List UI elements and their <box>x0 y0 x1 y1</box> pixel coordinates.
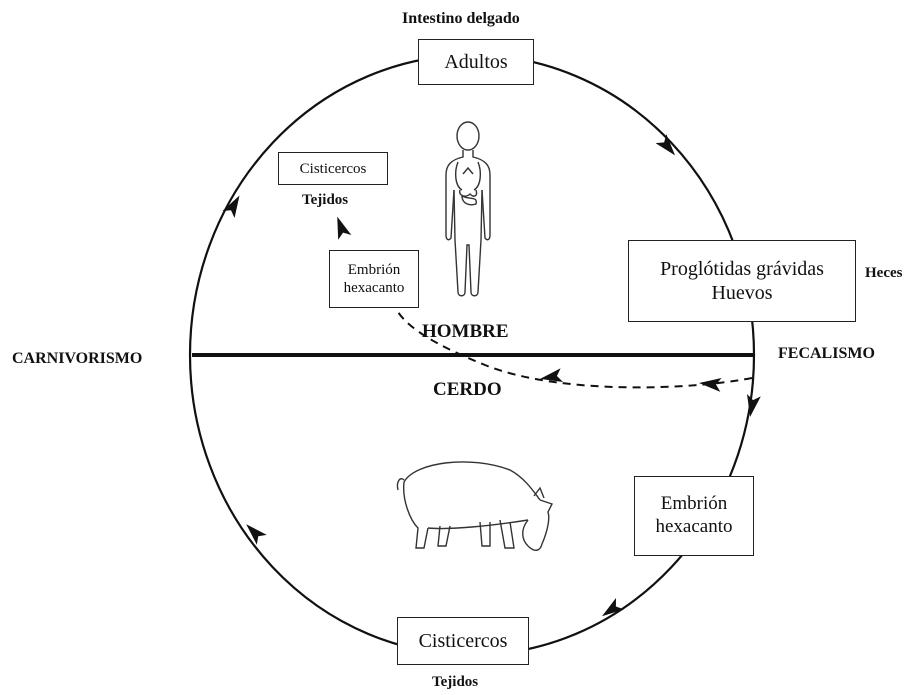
location-label-intestine: Intestino delgado <box>402 11 520 27</box>
stage-box-human-embrion-line2: hexacanto <box>344 279 405 297</box>
label-cerdo: CERDO <box>433 380 502 399</box>
label-fecalismo: FECALISMO <box>778 346 875 362</box>
pig-icon <box>397 462 552 550</box>
stage-box-human-cisticercos: Cisticercos <box>278 152 388 185</box>
stage-box-bottom-cisticercos-label: Cisticercos <box>419 629 508 653</box>
label-hombre: HOMBRE <box>422 322 509 341</box>
stage-box-human-cisticercos-label: Cisticercos <box>300 160 367 178</box>
stage-box-pig-embrion: Embrión hexacanto <box>634 476 754 556</box>
arrow-icon <box>539 368 563 386</box>
stage-box-bottom-cisticercos: Cisticercos <box>397 617 529 665</box>
stage-box-pig-embrion-line1: Embrión <box>661 493 728 516</box>
stage-box-human-embrion-line1: Embrión <box>348 261 401 279</box>
arrow-icon <box>331 214 352 239</box>
human-figure-icon <box>446 122 490 296</box>
stage-box-adults-label: Adultos <box>444 50 507 74</box>
label-human-tejidos: Tejidos <box>302 193 348 208</box>
stage-box-pig-embrion-line2: hexacanto <box>655 516 732 539</box>
label-heces: Heces <box>865 266 902 281</box>
stage-box-proglottids: Proglótidas grávidas Huevos <box>628 240 856 322</box>
stage-box-proglottids-line2: Huevos <box>711 281 772 305</box>
label-bottom-tejidos: Tejidos <box>432 675 478 690</box>
label-carnivorismo: CARNIVORISMO <box>12 351 142 367</box>
arrow-icon <box>598 598 624 622</box>
stage-box-adults: Adultos <box>418 39 534 85</box>
stage-box-proglottids-line1: Proglótidas grávidas <box>660 257 824 281</box>
stage-box-human-embrion: Embrión hexacanto <box>329 250 419 308</box>
